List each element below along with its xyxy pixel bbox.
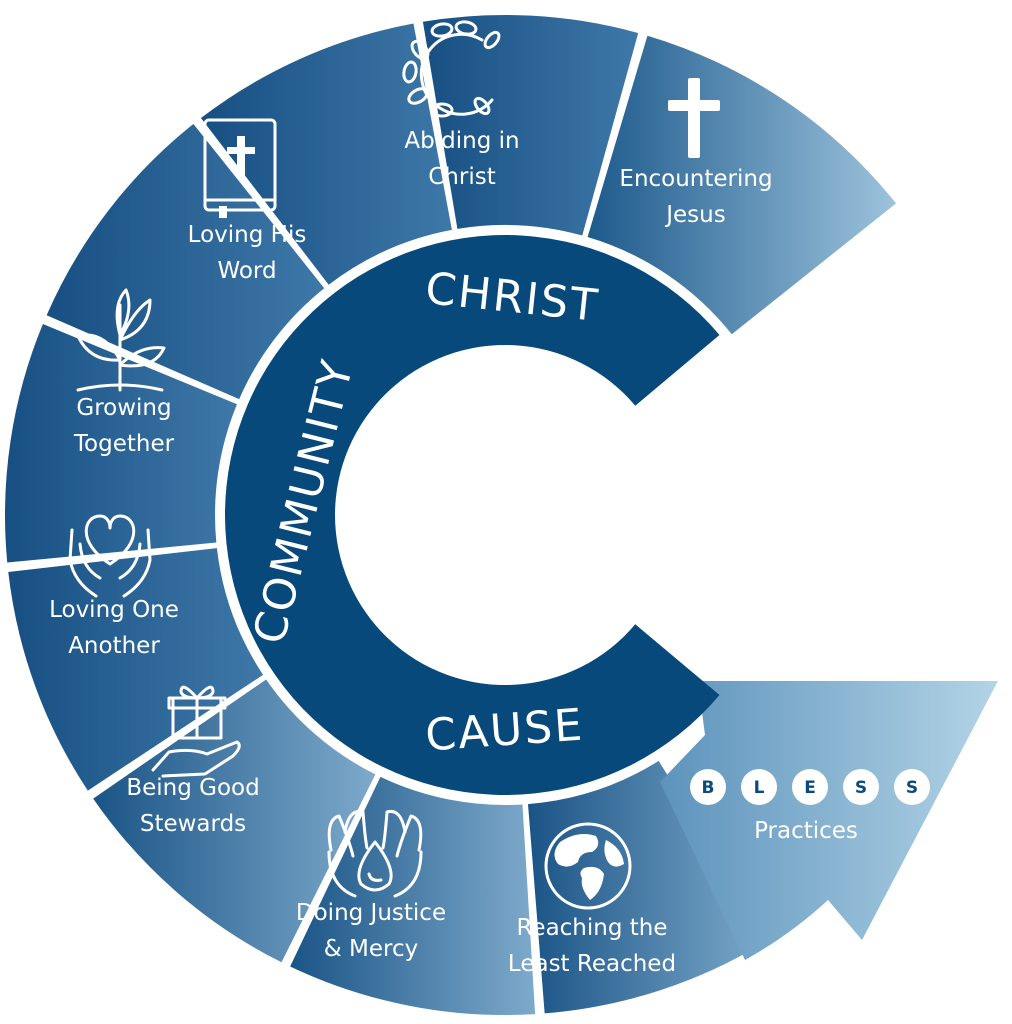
bible-icon bbox=[203, 118, 277, 218]
bless-letter-3: E bbox=[804, 778, 816, 798]
segment-label-2-line-1: Abiding in bbox=[404, 128, 519, 154]
heart-hands-icon bbox=[68, 514, 152, 598]
gift-hand-icon bbox=[151, 685, 241, 778]
segment-label-3-line-2: Word bbox=[217, 258, 276, 284]
segment-2 bbox=[422, 14, 639, 236]
segment-label-7-line-2: & Mercy bbox=[324, 936, 418, 962]
bless-badge-1 bbox=[690, 769, 726, 805]
segment-label-2-line-2: Christ bbox=[428, 164, 495, 190]
segment-4 bbox=[46, 123, 325, 400]
segment-3 bbox=[200, 23, 452, 285]
segment-6 bbox=[8, 548, 264, 791]
segment-7 bbox=[93, 679, 376, 963]
segment-label-4-line-2: Together bbox=[73, 431, 175, 457]
segment-label-5-line-2: Another bbox=[68, 633, 160, 659]
bless-letter-5: S bbox=[906, 778, 918, 798]
segment-label-3-line-1: Loving His bbox=[188, 222, 307, 248]
segment-label-7-line-1: Doing Justice bbox=[296, 900, 446, 926]
bless-badge-4 bbox=[843, 769, 879, 805]
cross-icon bbox=[668, 78, 720, 158]
bless-letter-2: L bbox=[754, 778, 765, 798]
segment-label-1-line-1: Encountering bbox=[619, 166, 772, 192]
ring-word-cause: CAUSE bbox=[424, 700, 586, 762]
segment-label-1-line-2: Jesus bbox=[664, 202, 725, 228]
bless-letter-4: S bbox=[855, 778, 867, 798]
segment-label-6-line-2: Stewards bbox=[140, 811, 246, 837]
segment-label-4-line-1: Growing bbox=[76, 395, 171, 421]
inner-c-ring bbox=[225, 234, 720, 796]
bless-letter-1: B bbox=[702, 778, 715, 798]
globe-icon bbox=[544, 822, 632, 910]
segment-label-5-line-1: Loving One bbox=[49, 597, 179, 623]
sprout-icon bbox=[76, 288, 166, 392]
segment-label-8-line-2: Least Reached bbox=[508, 951, 676, 977]
segment-label-6-line-1: Being Good bbox=[126, 775, 259, 801]
outer-ring bbox=[4, 14, 897, 1015]
segment-1 bbox=[587, 35, 897, 335]
water-hands-icon bbox=[327, 809, 423, 898]
bless-badge-2 bbox=[741, 769, 777, 805]
wreath-icon bbox=[402, 20, 501, 118]
segment-5 bbox=[4, 324, 237, 563]
bless-arrow bbox=[660, 681, 998, 960]
bless-badge-5 bbox=[894, 769, 930, 805]
bless-badge-3 bbox=[792, 769, 828, 805]
bless-practices-label: Practices bbox=[754, 818, 858, 844]
segment-8 bbox=[290, 776, 536, 1015]
segment-label-8-line-1: Reaching the bbox=[516, 915, 667, 941]
